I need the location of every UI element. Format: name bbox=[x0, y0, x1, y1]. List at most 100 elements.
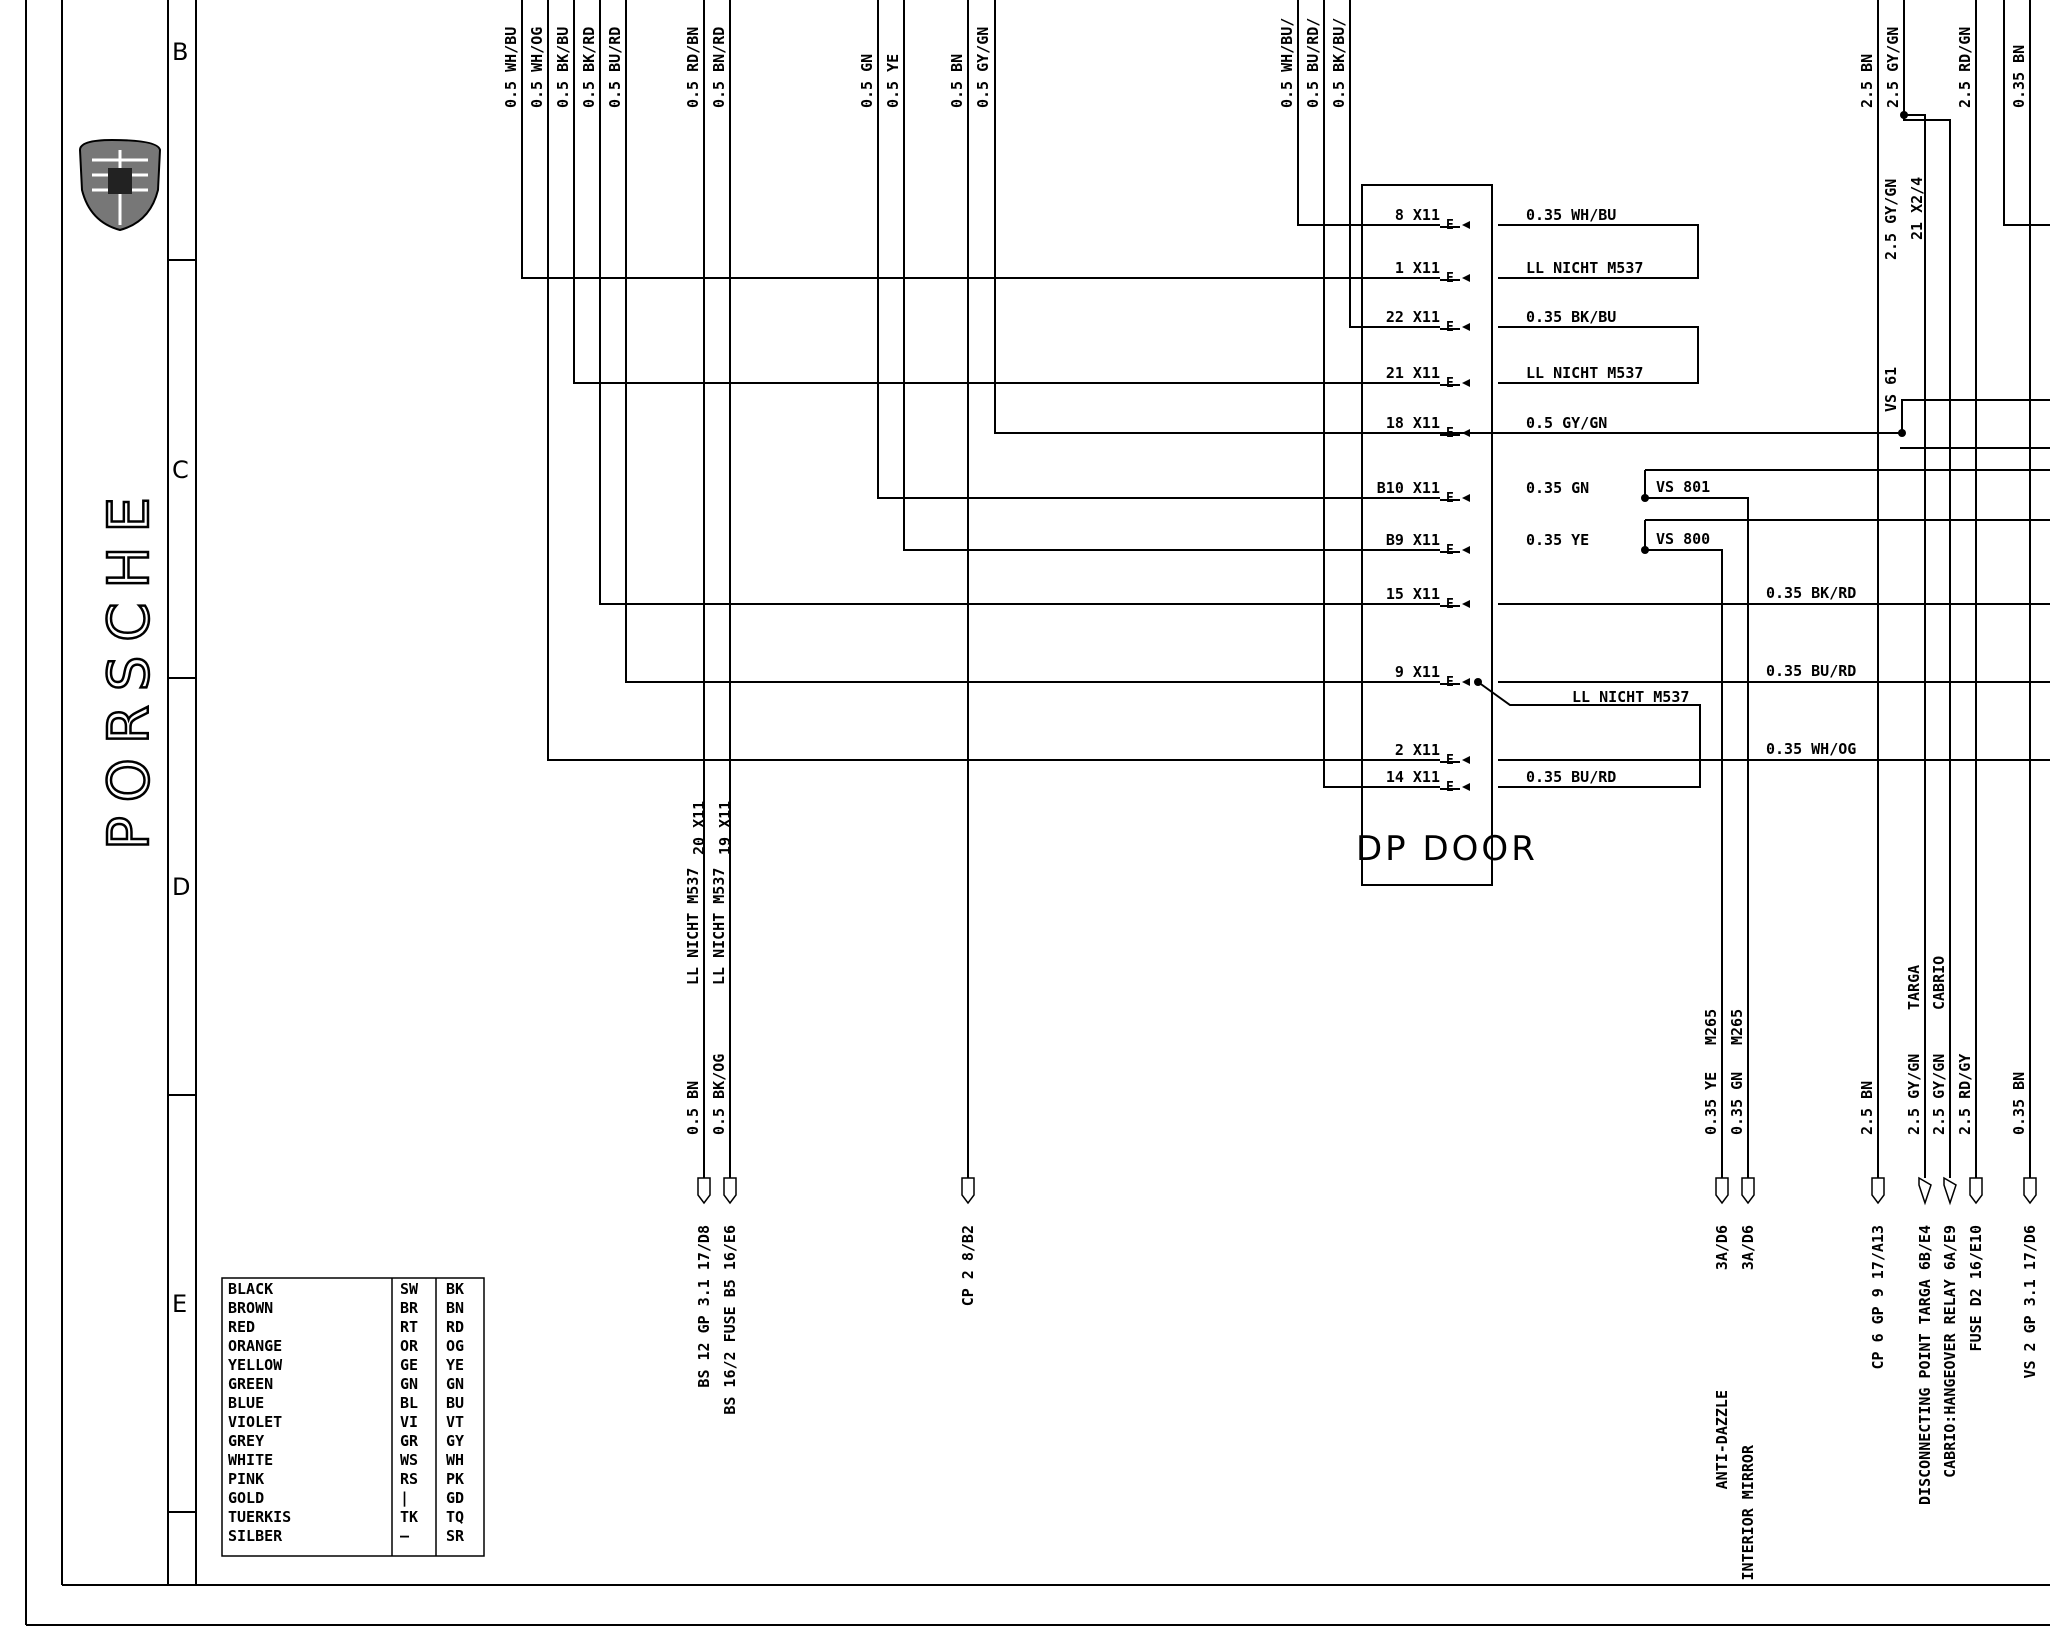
legend-color-name: BLUE bbox=[228, 1394, 264, 1412]
top-wire-label: 0.5 BU/RD/ bbox=[1304, 18, 1322, 108]
legend-german-code: GE bbox=[400, 1356, 418, 1374]
legend-german-code: OR bbox=[400, 1337, 419, 1355]
top-wire-label: 0.5 BU/RD bbox=[606, 27, 624, 108]
pin-contact-icon: E bbox=[1446, 376, 1454, 391]
legend-german-code: BL bbox=[400, 1394, 418, 1412]
top-wire-label: 0.35 BN bbox=[2010, 45, 2028, 108]
bottom-wire-label: LL NICHT M537 bbox=[684, 868, 702, 985]
legend-english-code: SR bbox=[446, 1527, 465, 1545]
legend-english-code: VT bbox=[446, 1413, 464, 1431]
brand-wordmark: PORSCHE bbox=[97, 483, 162, 850]
pin-label: 14 X11 bbox=[1386, 768, 1440, 786]
legend-english-code: BK bbox=[446, 1280, 464, 1298]
bottom-wire-label: M265 bbox=[1728, 1009, 1746, 1045]
pin-wire-label: 0.5 GY/GN bbox=[1526, 414, 1607, 432]
pin-arrow-icon bbox=[1462, 323, 1470, 331]
legend-german-code: GN bbox=[400, 1375, 418, 1393]
bottom-wire-label: 2.5 GY/GN bbox=[1905, 1054, 1923, 1135]
legend-german-code: VI bbox=[400, 1413, 418, 1431]
pin-wire-label: 0.35 BU/RD bbox=[1526, 768, 1616, 786]
pin-wire-label: LL NICHT M537 bbox=[1526, 364, 1643, 382]
top-wire-label: 0.5 BK/BU/ bbox=[1330, 18, 1348, 108]
top-wire-label: 0.5 BK/RD bbox=[580, 27, 598, 108]
bottom-wire-label: 19 X11 bbox=[716, 801, 734, 855]
legend-german-code: WS bbox=[400, 1451, 418, 1469]
legend-german-code: — bbox=[400, 1527, 410, 1545]
legend-color-name: ORANGE bbox=[228, 1337, 282, 1355]
legend-english-code: YE bbox=[446, 1356, 464, 1374]
pin-arrow-icon bbox=[1462, 494, 1470, 502]
legend-color-name: BROWN bbox=[228, 1299, 273, 1317]
legend-english-code: BU bbox=[446, 1394, 464, 1412]
destination-label: VS 2 GP 3.1 17/D6 bbox=[2021, 1225, 2039, 1379]
wire-label: 0.35 BK/RD bbox=[1766, 584, 1856, 602]
bottom-wire-label: TARGA bbox=[1905, 965, 1923, 1010]
destination-label: CP 2 8/B2 bbox=[959, 1225, 977, 1306]
legend-color-name: TUERKIS bbox=[228, 1508, 291, 1526]
destination-label: DISCONNECTING POINT TARGA 6B/E4 bbox=[1916, 1225, 1934, 1505]
destination-label: FUSE D2 16/E10 bbox=[1967, 1225, 1985, 1351]
pin-contact-icon: E bbox=[1446, 675, 1454, 690]
legend-english-code: TQ bbox=[446, 1508, 464, 1526]
legend-english-code: WH bbox=[446, 1451, 464, 1469]
top-wire-label: 0.5 GN bbox=[858, 54, 876, 108]
destination-label: ANTI-DAZZLE bbox=[1713, 1390, 1731, 1489]
pin-contact-icon: E bbox=[1446, 491, 1454, 506]
top-wire-label: 0.5 BN bbox=[948, 54, 966, 108]
destination-label: 3A/D6 bbox=[1739, 1225, 1757, 1270]
legend-german-code: GR bbox=[400, 1432, 419, 1450]
splice-label: VS 61 bbox=[1882, 367, 1900, 412]
legend-color-name: BLACK bbox=[228, 1280, 273, 1298]
legend-english-code: PK bbox=[446, 1470, 464, 1488]
pin-contact-icon: E bbox=[1446, 597, 1454, 612]
legend-color-name: WHITE bbox=[228, 1451, 273, 1469]
pin-wire-label: LL NICHT M537 bbox=[1526, 259, 1643, 277]
destination-label: INTERIOR MIRROR bbox=[1739, 1444, 1757, 1580]
pin-contact-icon: E bbox=[1446, 753, 1454, 768]
pin-label: 9 X11 bbox=[1395, 663, 1440, 681]
legend-german-code: BR bbox=[400, 1299, 419, 1317]
pin-arrow-icon bbox=[1462, 600, 1470, 608]
legend-color-name: SILBER bbox=[228, 1527, 283, 1545]
destination-label: 3A/D6 bbox=[1713, 1225, 1731, 1270]
zone-label: B bbox=[172, 38, 188, 66]
pin-arrow-icon bbox=[1462, 221, 1470, 229]
bottom-wire-label: 2.5 GY/GN bbox=[1930, 1054, 1948, 1135]
bottom-wire-label: CABRIO bbox=[1930, 956, 1948, 1010]
pin-label: 1 X11 bbox=[1395, 259, 1440, 277]
top-wire-label: 2.5 BN bbox=[1858, 54, 1876, 108]
top-wire-label: 0.5 WH/BU bbox=[502, 27, 520, 108]
splice-label: VS 801 bbox=[1656, 478, 1710, 496]
wire-label: LL NICHT M537 bbox=[1572, 688, 1689, 706]
destination-label: BS 16/2 FUSE B5 16/E6 bbox=[721, 1225, 739, 1415]
pin-contact-icon: E bbox=[1446, 218, 1454, 233]
top-wire-label: 2.5 RD/GN bbox=[1956, 27, 1974, 108]
legend-english-code: GD bbox=[446, 1489, 464, 1507]
terminal-arrows bbox=[697, 1176, 2037, 1206]
bottom-wire-label: 20 X11 bbox=[690, 801, 708, 855]
porsche-crest-logo bbox=[78, 138, 162, 232]
top-wire-label: 0.5 WH/BU/ bbox=[1278, 18, 1296, 108]
legend-english-code: BN bbox=[446, 1299, 464, 1317]
bottom-wire-label: 0.5 BN bbox=[684, 1081, 702, 1135]
pin-wire-label: 0.35 YE bbox=[1526, 531, 1589, 549]
pin-arrow-icon bbox=[1462, 379, 1470, 387]
pin-wire-label: 0.35 GN bbox=[1526, 479, 1589, 497]
pin-contact-icon: E bbox=[1446, 271, 1454, 286]
zone-label: D bbox=[172, 873, 190, 901]
destination-label: CABRIO:HANGEOVER RELAY 6A/E9 bbox=[1941, 1225, 1959, 1478]
legend-english-code: GY bbox=[446, 1432, 464, 1450]
wire-label: 0.35 WH/OG bbox=[1766, 740, 1856, 758]
bottom-wire-label: 0.35 YE bbox=[1702, 1072, 1720, 1135]
top-wire-label: 0.5 RD/BN bbox=[684, 27, 702, 108]
legend-color-name: VIOLET bbox=[228, 1413, 282, 1431]
pin-contact-icon: E bbox=[1446, 320, 1454, 335]
legend-german-code: RT bbox=[400, 1318, 418, 1336]
legend-german-code: RS bbox=[400, 1470, 418, 1488]
zone-label: C bbox=[172, 456, 189, 484]
